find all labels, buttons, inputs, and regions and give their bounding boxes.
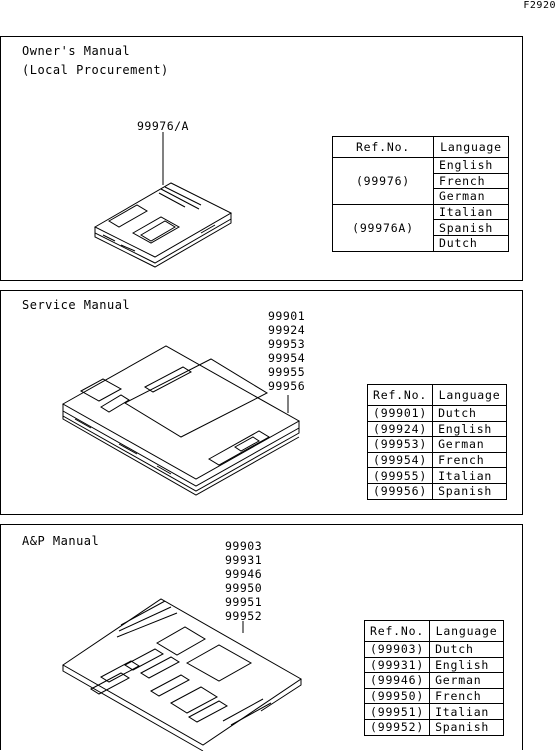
language-cell: Dutch (432, 405, 508, 422)
owners-manual-illustration (93, 132, 233, 268)
ref-no-cell: (99976) (332, 157, 434, 205)
part-code: 99946 (225, 567, 263, 581)
ref-no-cell: (99953) (366, 436, 434, 453)
ref-no-cell: (99950) (363, 687, 431, 705)
table-row: (99901) Dutch (366, 405, 508, 422)
part-code: 99901 (268, 309, 306, 323)
ref-no-cell: (99951) (363, 703, 431, 720)
language-header: Language (429, 620, 505, 642)
language-cell: English (433, 157, 509, 174)
part-code: 99903 (225, 539, 263, 553)
ap-manual-ref-table: Ref.No. Language (99903) Dutch (99931) E… (363, 620, 505, 736)
figure-id: F2920 (523, 0, 556, 11)
language-cell: German (429, 672, 505, 689)
language-cell: French (429, 687, 505, 705)
part-code: 99931 (225, 553, 263, 567)
table-row: (99955) Italian (366, 467, 508, 484)
part-code: 99956 (268, 379, 306, 393)
service-manual-title: Service Manual (22, 298, 131, 312)
table-row: (99956) Spanish (366, 482, 508, 500)
language-cell: Spanish (433, 219, 509, 236)
service-manual-part-codes: 99901 99924 99953 99954 99955 99956 (268, 309, 305, 393)
language-cell: Italian (432, 467, 508, 484)
owners-manual-subtitle: (Local Procurement) (22, 63, 169, 77)
table-row: (99951) Italian (363, 703, 505, 720)
table-header-row: Ref.No. Language (366, 384, 508, 406)
table-row: (99953) German (366, 436, 508, 453)
part-code: 99953 (268, 337, 306, 351)
ref-no-cell: (99952) (363, 718, 431, 736)
table-row: French (333, 172, 509, 190)
owners-manual-ref-table: Ref.No. Language (99976) English French … (332, 136, 509, 252)
owners-manual-title: Owner's Manual (22, 44, 131, 58)
table-row: (99952) Spanish (363, 718, 505, 736)
ref-no-cell: (99956) (366, 482, 434, 500)
ref-no-header: Ref.No. (366, 384, 434, 406)
language-cell: Italian (429, 703, 505, 720)
table-row: (99931) English (363, 656, 505, 674)
table-row: (99903) Dutch (363, 641, 505, 658)
part-code: 99924 (268, 323, 306, 337)
table-row: (99954) French (366, 451, 508, 469)
ap-manual-title: A&P Manual (22, 534, 100, 548)
language-cell: Italian (433, 203, 509, 221)
table-row: Dutch (333, 234, 509, 252)
language-cell: French (433, 172, 509, 190)
ref-no-cell: (99955) (366, 467, 434, 484)
table-row: (99976A) Italian (332, 203, 509, 252)
owners-manual-panel: Owner's Manual (Local Procurement) 99976… (0, 36, 523, 281)
owners-manual-part-code: 99976/A (137, 119, 189, 133)
ref-no-header: Ref.No. (363, 620, 431, 642)
ap-manual-part-codes: 99903 99931 99946 99950 99951 99952 (225, 539, 262, 623)
ref-no-cell: (99946) (363, 672, 431, 689)
part-code: 99954 (268, 351, 306, 365)
ref-no-cell: (99903) (363, 641, 431, 658)
ref-no-cell: (99954) (366, 451, 434, 469)
ref-no-header: Ref.No. (332, 136, 434, 158)
service-manual-illustration (61, 345, 301, 496)
table-row: (99976) English (332, 157, 509, 205)
ref-no-cell: (99976A) (332, 203, 434, 252)
table-row: (99924) English (366, 420, 508, 438)
ref-no-cell: (99924) (366, 420, 434, 438)
table-row: Spanish (333, 219, 509, 236)
language-cell: Dutch (429, 641, 505, 658)
ref-no-cell: (99901) (366, 405, 434, 422)
service-manual-panel: Service Manual 99901 99924 99953 99954 9… (0, 290, 523, 515)
language-cell: German (432, 436, 508, 453)
language-header: Language (432, 384, 508, 406)
part-code: 99952 (225, 609, 263, 623)
language-cell: Spanish (429, 718, 505, 736)
ap-manual-illustration (62, 598, 302, 751)
language-cell: English (432, 420, 508, 438)
language-cell: Dutch (433, 234, 509, 252)
language-cell: French (432, 451, 508, 469)
table-header-row: Ref.No. Language (363, 620, 505, 642)
language-cell: German (433, 188, 509, 205)
ap-manual-panel: A&P Manual 99903 99931 99946 99950 99951… (0, 524, 523, 751)
language-header: Language (433, 136, 509, 158)
language-cell: Spanish (432, 482, 508, 500)
table-row: (99950) French (363, 687, 505, 705)
part-code: 99955 (268, 365, 306, 379)
service-manual-ref-table: Ref.No. Language (99901) Dutch (99924) E… (366, 384, 508, 500)
table-row: (99946) German (363, 672, 505, 689)
part-code: 99951 (225, 595, 263, 609)
table-header-row: Ref.No. Language (332, 136, 509, 158)
language-cell: English (429, 656, 505, 674)
part-code: 99950 (225, 581, 263, 595)
ref-no-cell: (99931) (363, 656, 431, 674)
